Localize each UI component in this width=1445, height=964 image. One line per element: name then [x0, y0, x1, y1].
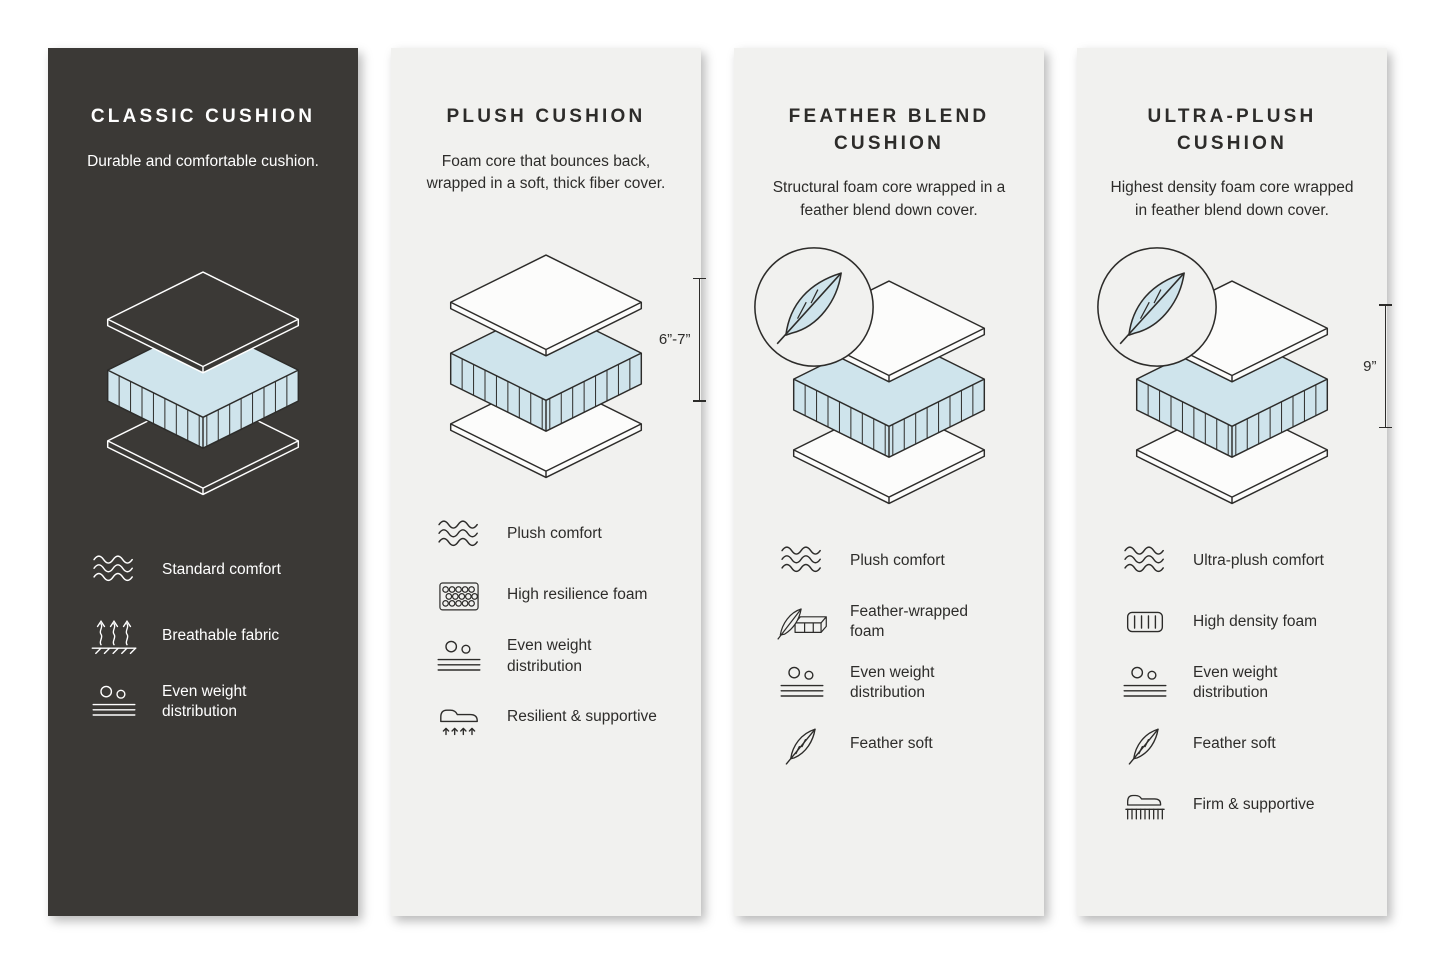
feather-badge-icon — [1094, 244, 1220, 370]
feature-item: Plush comfort — [776, 538, 1034, 584]
panel-description: Highest density foam core wrapped in fea… — [1110, 179, 1354, 219]
feature-item: Plush comfort — [433, 512, 691, 558]
waves-icon — [1119, 540, 1171, 582]
panel-plush-cushion: PLUSH CUSHION Foam core that bounces bac… — [391, 48, 705, 916]
feature-item: Even weight distribution — [433, 634, 691, 680]
feature-item: Feather-wrapped foam — [776, 599, 1034, 645]
feature-item: High density foam — [1119, 599, 1377, 645]
feature-label: Plush comfort — [507, 525, 602, 543]
panel-title: CLASSIC CUSHION — [90, 106, 316, 127]
panel-description: Foam core that bounces back, wrapped in … — [426, 152, 666, 193]
foam-cells-icon — [1119, 601, 1171, 643]
feature-label: Even weight distribution — [162, 682, 247, 721]
panel-title: FEATHER BLEND CUSHION — [788, 106, 990, 154]
panel-feather-blend-cushion: FEATHER BLEND CUSHION Structural foam co… — [734, 48, 1044, 916]
layered-cushion-diagram-icon — [428, 246, 664, 482]
feature-label: Feather soft — [1193, 734, 1276, 752]
lounge-arrows-icon — [433, 697, 485, 739]
feature-item: Even weight distribution — [88, 679, 348, 725]
feature-item: Feather soft — [776, 721, 1034, 767]
panel-ultra-plush-cushion: ULTRA-PLUSH CUSHION Highest density foam… — [1077, 48, 1391, 916]
even-weight-icon — [433, 636, 485, 678]
feature-label: High resilience foam — [507, 586, 648, 604]
feature-label: Even weight distribution — [507, 637, 592, 675]
feature-label: Even weight distribution — [1193, 663, 1278, 702]
feather-badge-icon — [751, 244, 877, 370]
even-weight-icon — [1119, 662, 1171, 704]
honeycomb-foam-icon — [433, 575, 485, 617]
height-dimension-marker: 6”-7” — [658, 277, 705, 402]
waves-icon — [88, 549, 140, 591]
feature-list: Plush comfort High resilience foam Even … — [391, 512, 701, 741]
feature-label: Feather soft — [850, 734, 933, 752]
feature-item: High resilience foam — [433, 573, 691, 619]
feature-list: Standard comfort Breathable fabric Even … — [48, 547, 358, 725]
panel-title: ULTRA-PLUSH CUSHION — [1147, 106, 1317, 154]
firm-support-icon — [1119, 784, 1171, 826]
cushion-illustration — [771, 272, 1007, 510]
feature-label: Resilient & supportive — [507, 708, 657, 726]
feature-item: Feather soft — [1119, 721, 1377, 767]
feature-item: Even weight distribution — [776, 660, 1034, 706]
panel-description: Durable and comfortable cushion. — [87, 152, 319, 170]
feature-list: Plush comfort Feather-wrapped foam Even … — [734, 538, 1044, 767]
feature-label: Plush comfort — [850, 551, 945, 569]
dimension-line — [694, 277, 705, 402]
feather-foam-icon — [776, 601, 828, 643]
feature-label: Feather-wrapped foam — [850, 602, 969, 641]
feature-item: Even weight distribution — [1119, 660, 1377, 706]
breathable-icon — [88, 615, 140, 657]
feature-item: Firm & supportive — [1119, 782, 1377, 828]
feature-item: Standard comfort — [88, 547, 348, 593]
feature-label: High density foam — [1193, 612, 1318, 630]
feature-label: Standard comfort — [162, 560, 281, 578]
height-dimension-marker: 9” — [1363, 304, 1391, 429]
feature-label: Breathable fabric — [162, 626, 280, 644]
even-weight-icon — [776, 662, 828, 704]
layered-cushion-diagram-icon — [85, 263, 321, 499]
feature-item: Breathable fabric — [88, 613, 348, 659]
feature-item: Resilient & supportive — [433, 695, 691, 741]
panel-description: Structural foam core wrapped in a feathe… — [772, 179, 1006, 219]
panel-title: PLUSH CUSHION — [446, 106, 646, 127]
cushion-illustration: 6”-7” — [428, 246, 705, 484]
dimension-label: 6”-7” — [658, 331, 691, 349]
feature-item: Ultra-plush comfort — [1119, 538, 1377, 584]
waves-icon — [433, 514, 485, 556]
dimension-line — [1380, 304, 1391, 429]
feature-label: Even weight distribution — [850, 663, 935, 702]
feather-icon — [1119, 723, 1171, 765]
feather-icon — [776, 723, 828, 765]
dimension-label: 9” — [1363, 357, 1377, 375]
even-weight-icon — [88, 681, 140, 723]
panel-classic-cushion: CLASSIC CUSHION Durable and comfortable … — [48, 48, 358, 916]
feature-label: Ultra-plush comfort — [1193, 551, 1324, 569]
cushion-illustration: 9” — [1114, 272, 1391, 510]
feature-list: Ultra-plush comfort High density foam Ev… — [1077, 538, 1387, 828]
waves-icon — [776, 540, 828, 582]
cushion-illustration — [85, 263, 321, 501]
feature-label: Firm & supportive — [1193, 795, 1315, 813]
